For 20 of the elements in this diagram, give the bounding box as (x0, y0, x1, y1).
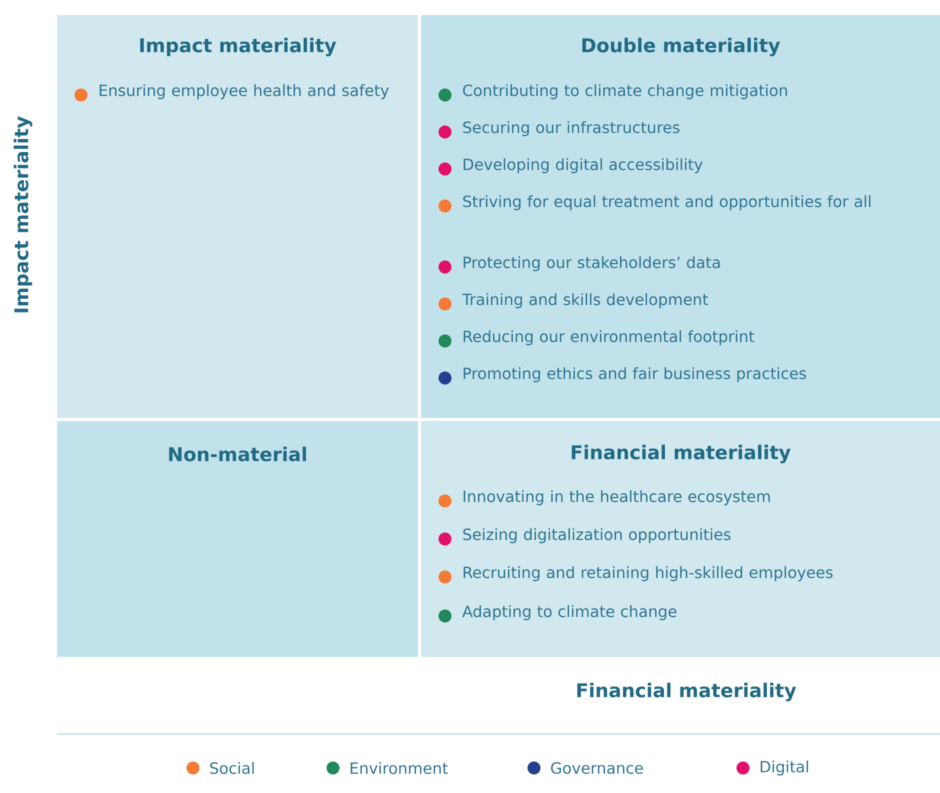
list-item: Contributing to climate change mitigation (463, 84, 787, 100)
list-item: Striving for equal treatment and opportunities for all (463, 195, 870, 210)
list-item: Ensuring employee health and safety (100, 84, 389, 100)
legend-label: Social (210, 762, 254, 774)
quadrant-panel: Non-material (57, 421, 418, 657)
legend-label: Governance (551, 762, 643, 774)
list-item: Recruiting and retaining high-skilled employees (464, 566, 833, 582)
list-item: Developing digital accessibility (464, 158, 703, 174)
list-item: Reducing our environmental footprint (464, 330, 754, 346)
axis-label: Impact materiality (14, 116, 32, 312)
list-item: Adapting to climate change (462, 605, 676, 620)
axis-label: Financial materiality (577, 682, 796, 702)
list-item: Training and skills development (462, 293, 708, 308)
list-item: Innovating in the healthcare ecosystem (464, 490, 770, 506)
list-item: Protecting our stakeholders’ data (464, 256, 720, 272)
list-item: Seizing digitalization opportunities (463, 528, 730, 544)
list-item: Securing our infrastructures (463, 121, 680, 136)
legend-label: Environment (350, 762, 448, 774)
legend-label: Digital (760, 760, 808, 776)
list-item: Promoting ethics and fair business practices (464, 367, 806, 382)
